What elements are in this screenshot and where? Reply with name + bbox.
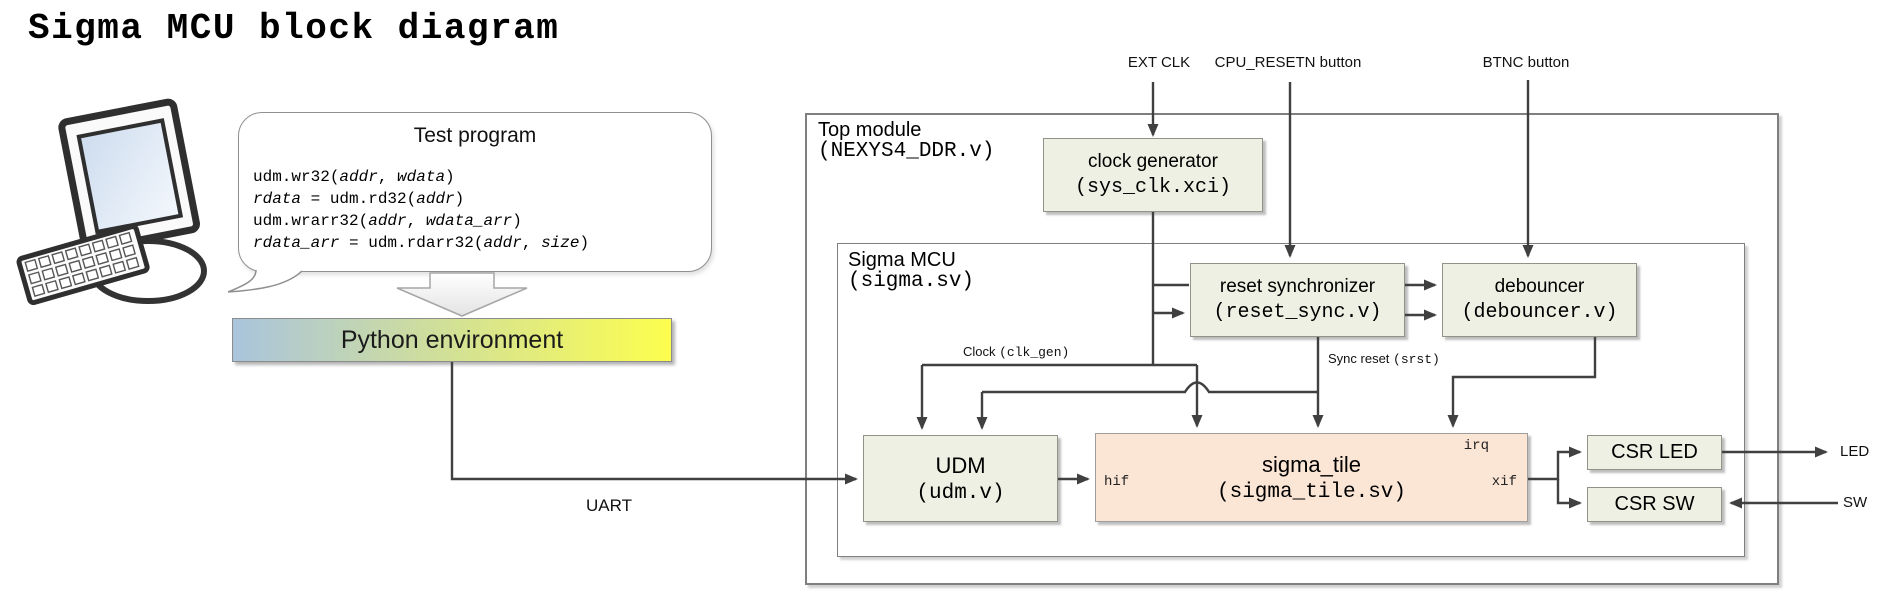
top-module-label: Top module (NEXYS4_DDR.v) [818,119,994,163]
code-line: rdata_arr = udm.rdarr32(addr, size) [253,234,590,252]
python-environment-box: Python environment [232,318,672,362]
udm-file: (udm.v) [916,481,1005,505]
reset-synchronizer-name: reset synchronizer [1219,276,1376,297]
sigma-mcu-label: Sigma MCU (sigma.sv) [848,249,974,293]
port-xif: xif [1491,474,1517,490]
monitor [58,98,200,253]
csr-sw-name: CSR SW [1614,493,1695,515]
code-line: udm.wrarr32(addr, wdata_arr) [253,212,522,230]
clock-generator-name: clock generator [1088,151,1218,172]
code-line: udm.wr32(addr, wdata) [253,168,455,186]
down-arrow [396,272,528,317]
csr-sw-box: CSR SW [1587,487,1722,522]
sw-label: SW [1843,494,1868,511]
csr-led-box: CSR LED [1587,435,1722,470]
led-label: LED [1840,443,1870,460]
page-title: Sigma MCU block diagram [28,8,560,49]
sigma-tile-file: (sigma_tile.sv) [1216,480,1407,504]
debouncer-box: debouncer (debouncer.v) [1442,263,1637,337]
sigma-mcu-file: (sigma.sv) [848,270,975,293]
port-hif: hif [1104,474,1130,490]
uart-label: UART [586,496,632,515]
sigma-tile-name: sigma_tile [1261,451,1362,477]
clock-net-label: Clock (clk_gen) [963,344,1069,360]
sync-reset-net-label: Sync reset (srst) [1328,351,1440,367]
test-program-bubble [238,112,712,272]
code-line: rdata = udm.rd32(addr) [253,190,465,208]
bubble-tail [228,269,302,292]
btnc-label: BTNC button [1482,54,1570,71]
clock-generator-box: clock generator (sys_clk.xci) [1043,138,1263,212]
python-environment-label: Python environment [340,325,564,354]
reset-synchronizer-file: (reset_sync.v) [1213,301,1382,324]
clock-net-text: Clock [963,344,1000,359]
reset-synchronizer-box: reset synchronizer (reset_sync.v) [1190,263,1405,337]
debouncer-file: (debouncer.v) [1461,301,1618,324]
sync-reset-net-mono: (srst) [1393,352,1440,367]
udm-box: UDM (udm.v) [863,435,1058,522]
top-module-name: Top module [818,119,922,141]
test-program-code: udm.wr32(addr, wdata) rdata = udm.rd32(ad… [253,166,589,254]
sigma-tile-box: sigma_tile (sigma_tile.sv) hif xif irq [1095,433,1528,522]
csr-led-name: CSR LED [1611,441,1698,463]
bubble-tail-outline [227,269,303,293]
keyboard [16,224,150,306]
debouncer-name: debouncer [1494,276,1585,297]
clock-net-mono: (clk_gen) [999,345,1070,360]
top-module-container [805,113,1779,585]
port-irq: irq [1463,438,1489,454]
top-module-file: (NEXYS4_DDR.v) [818,140,995,163]
sync-reset-net-text: Sync reset [1328,351,1394,366]
udm-name: UDM [935,452,986,478]
monitor-screen [76,118,184,235]
computer-icon [16,98,207,306]
sigma-mcu-name: Sigma MCU [848,249,956,271]
ext-clk-label: EXT CLK [1127,54,1191,71]
uart-line [450,362,858,485]
test-program-title: Test program [413,124,537,147]
cpu-resetn-label: CPU_RESETN button [1214,54,1362,71]
clock-generator-file: (sys_clk.xci) [1074,176,1232,199]
